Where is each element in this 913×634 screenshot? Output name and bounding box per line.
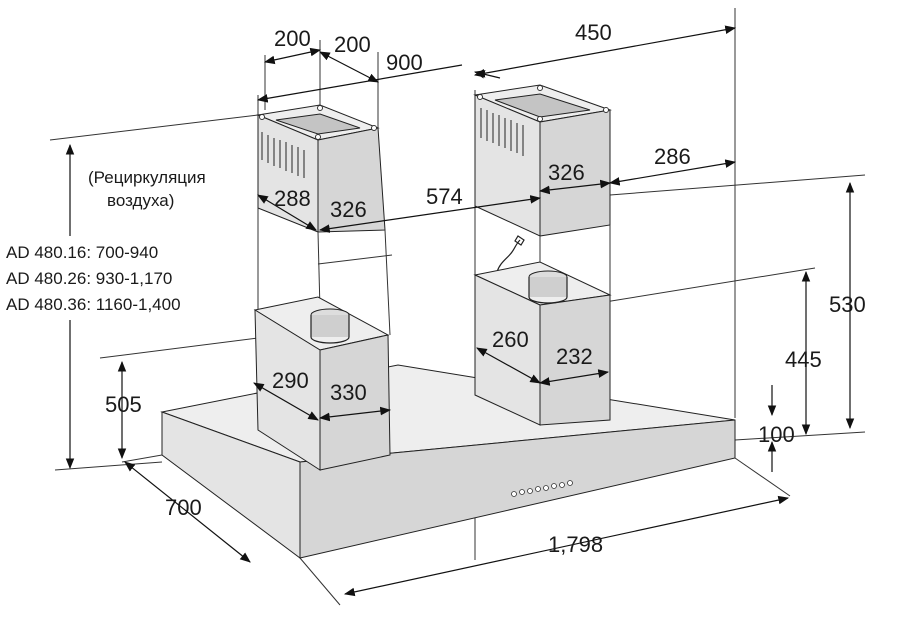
label-445: 445	[785, 347, 822, 372]
label-200-a: 200	[274, 26, 311, 51]
label-900: 900	[386, 50, 423, 75]
label-288: 288	[274, 186, 311, 211]
label-326-left: 326	[330, 197, 367, 222]
label-326-right: 326	[548, 160, 585, 185]
model-line-2: AD 480.26: 930-1,170	[6, 269, 172, 288]
label-100: 100	[758, 422, 795, 447]
label-700: 700	[165, 495, 202, 520]
recirc-note-line2: воздуха)	[107, 191, 174, 210]
control-buttons	[511, 480, 573, 497]
label-1798: 1,798	[548, 532, 603, 557]
left-column	[253, 104, 393, 471]
label-232: 232	[556, 344, 593, 369]
label-200-b: 200	[334, 32, 371, 57]
right-column	[473, 84, 612, 426]
label-286: 286	[654, 144, 691, 169]
label-260: 260	[492, 327, 529, 352]
label-530: 530	[829, 292, 866, 317]
notes: (Рециркуляция воздуха) AD 480.16: 700-94…	[4, 163, 246, 320]
dimension-labels: 200 200 900 450 286 326 574 326 288 260 …	[105, 20, 866, 557]
label-330: 330	[330, 380, 367, 405]
hood-base	[160, 364, 736, 559]
right-vent-slots	[480, 108, 524, 156]
label-505: 505	[105, 392, 142, 417]
label-574: 574	[426, 184, 463, 209]
left-vent-slots	[261, 132, 305, 178]
label-450: 450	[575, 20, 612, 45]
model-line-3: AD 480.36: 1160-1,400	[6, 295, 181, 314]
recirc-note-line1: (Рециркуляция	[88, 168, 206, 187]
label-290: 290	[272, 368, 309, 393]
model-line-1: AD 480.16: 700-940	[6, 243, 158, 262]
dimension-arrows	[65, 25, 855, 597]
